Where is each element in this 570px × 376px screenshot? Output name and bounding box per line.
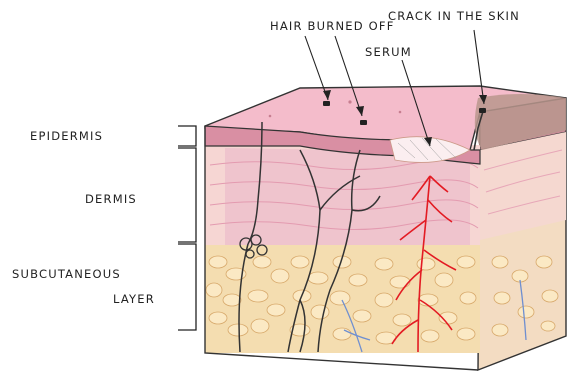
label-layer: LAYER xyxy=(113,292,155,306)
label-crack-in-skin: CRACK IN THE SKIN xyxy=(388,9,520,23)
label-hair-burned-off: HAIR BURNED OFF xyxy=(270,19,395,33)
label-subcutaneous: SUBCUTANEOUS xyxy=(12,267,121,281)
layer-brackets xyxy=(178,126,196,330)
label-dermis: DERMIS xyxy=(85,192,137,206)
label-epidermis: EPIDERMIS xyxy=(30,129,103,143)
label-serum: SERUM xyxy=(365,45,412,59)
